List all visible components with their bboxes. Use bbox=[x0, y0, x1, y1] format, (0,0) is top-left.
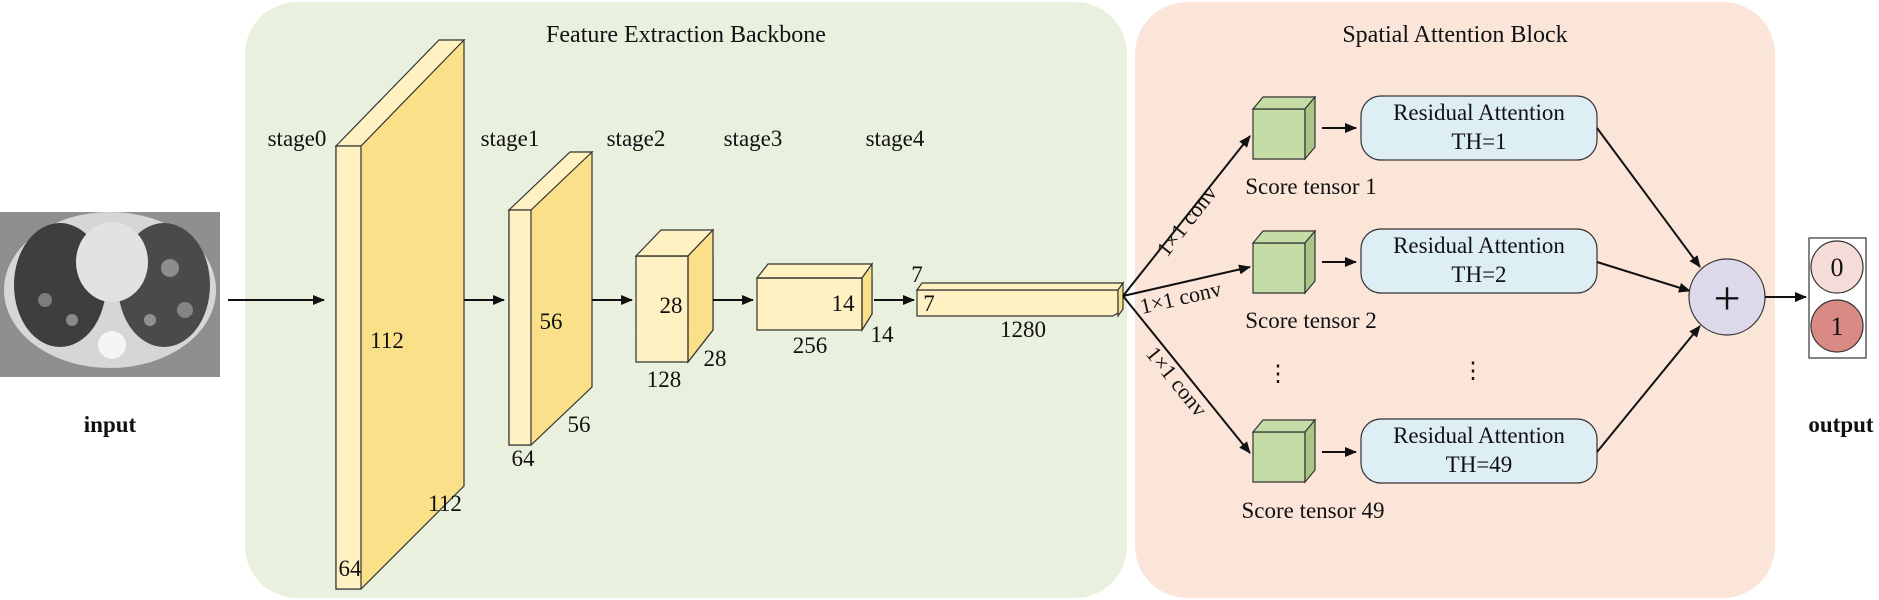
stage2-width-label: 28 bbox=[704, 346, 727, 371]
residual-threshold-label-49: TH=49 bbox=[1446, 452, 1513, 477]
stage1-height-label: 56 bbox=[540, 309, 563, 334]
attention-region bbox=[1135, 2, 1775, 598]
stage-label-2: stage2 bbox=[607, 126, 666, 151]
stage-label-0: stage0 bbox=[268, 126, 327, 151]
score-label-2: Score tensor 2 bbox=[1245, 308, 1377, 333]
stage0-width-label: 112 bbox=[428, 491, 462, 516]
output-class-1-node bbox=[1810, 299, 1864, 353]
stage2-channel-label: 128 bbox=[647, 367, 682, 392]
score-label-49: Score tensor 49 bbox=[1241, 498, 1384, 523]
stage-label-3: stage3 bbox=[724, 126, 783, 151]
output-label: output bbox=[1808, 412, 1874, 437]
score-label-1: Score tensor 1 bbox=[1245, 174, 1377, 199]
sum-symbol: + bbox=[1713, 272, 1740, 325]
conv-arrow-3 bbox=[1122, 295, 1251, 454]
stage3-channel-label: 256 bbox=[793, 333, 828, 358]
residual-to-sum-arrow-1 bbox=[1596, 127, 1701, 268]
stage4-block bbox=[915, 281, 1125, 318]
output-class-0-node bbox=[1810, 240, 1864, 294]
residual-attention-label-1: Residual Attention bbox=[1393, 100, 1565, 125]
attention-title: Spatial Attention Block bbox=[1342, 22, 1567, 48]
input-ct-image bbox=[0, 212, 220, 377]
backbone-title: Feature Extraction Backbone bbox=[546, 22, 826, 48]
ellipsis-residual: ⋮ bbox=[1462, 358, 1485, 383]
ellipsis-score: ⋮ bbox=[1267, 361, 1290, 386]
stage4-channel-label: 1280 bbox=[1000, 317, 1046, 342]
stage0-block bbox=[334, 38, 466, 590]
stage-label-1: stage1 bbox=[481, 126, 540, 151]
stage3-block bbox=[755, 262, 874, 333]
stage1-channel-label: 64 bbox=[512, 446, 536, 471]
stage-label-4: stage4 bbox=[866, 126, 925, 151]
stage3-height-label: 14 bbox=[832, 291, 856, 316]
stage4-width-label: 7 bbox=[923, 291, 935, 316]
stage2-block bbox=[634, 228, 715, 364]
residual-threshold-label-1: TH=1 bbox=[1451, 129, 1506, 154]
stage0-channel-label: 64 bbox=[339, 556, 363, 581]
input-label: input bbox=[84, 412, 137, 437]
score-cube-2 bbox=[1251, 229, 1317, 295]
stage4-height-label: 7 bbox=[911, 262, 923, 287]
stage2-height-label: 28 bbox=[660, 293, 683, 318]
residual-to-sum-arrow-3 bbox=[1596, 325, 1701, 453]
residual-attention-label-2: Residual Attention bbox=[1393, 233, 1565, 258]
residual-attention-label-49: Residual Attention bbox=[1393, 423, 1565, 448]
score-cube-49 bbox=[1251, 418, 1317, 484]
output-class-1-label: 1 bbox=[1831, 312, 1844, 341]
stage1-block bbox=[507, 150, 594, 446]
residual-attention-box-2 bbox=[1360, 228, 1598, 294]
stage1-width-label: 56 bbox=[568, 412, 591, 437]
stage3-width-label: 14 bbox=[871, 322, 895, 347]
stage0-height-label: 112 bbox=[370, 328, 404, 353]
output-class-0-label: 0 bbox=[1831, 253, 1844, 282]
score-cube-1 bbox=[1251, 95, 1317, 161]
conv-arrow-2 bbox=[1122, 264, 1251, 297]
residual-threshold-label-2: TH=2 bbox=[1451, 262, 1506, 287]
conv-arrow-1 bbox=[1122, 135, 1251, 297]
residual-to-sum-arrow-2 bbox=[1596, 261, 1691, 293]
